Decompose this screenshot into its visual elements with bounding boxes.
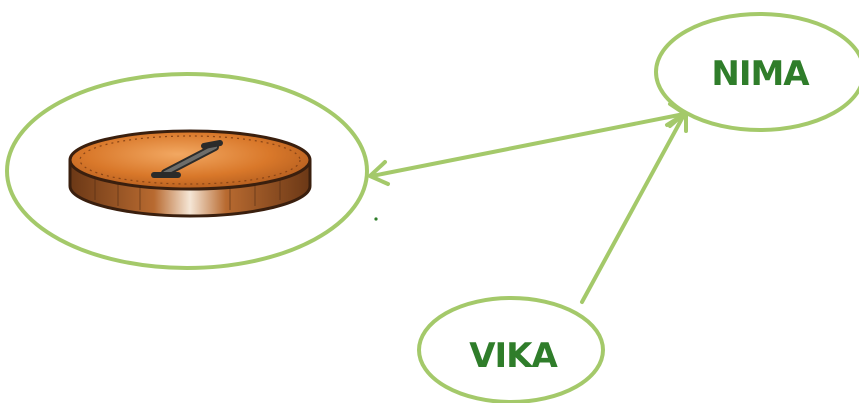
vika-node-outline [417, 296, 605, 403]
connector-vika-nima [580, 110, 688, 304]
coin-1-icon [68, 129, 312, 218]
nima-node-outline [654, 12, 859, 132]
node-nima[interactable]: NIMA [654, 12, 859, 132]
stray-dot [374, 217, 378, 221]
nima-label: NIMA [711, 54, 810, 94]
coin-node-outline [5, 72, 369, 270]
node-coin[interactable] [5, 72, 369, 270]
connector-nima-coin [368, 102, 687, 186]
vika-label: VIKA [469, 336, 558, 376]
coin-numeral-one [151, 140, 223, 178]
node-vika[interactable]: VIKA [417, 296, 605, 403]
